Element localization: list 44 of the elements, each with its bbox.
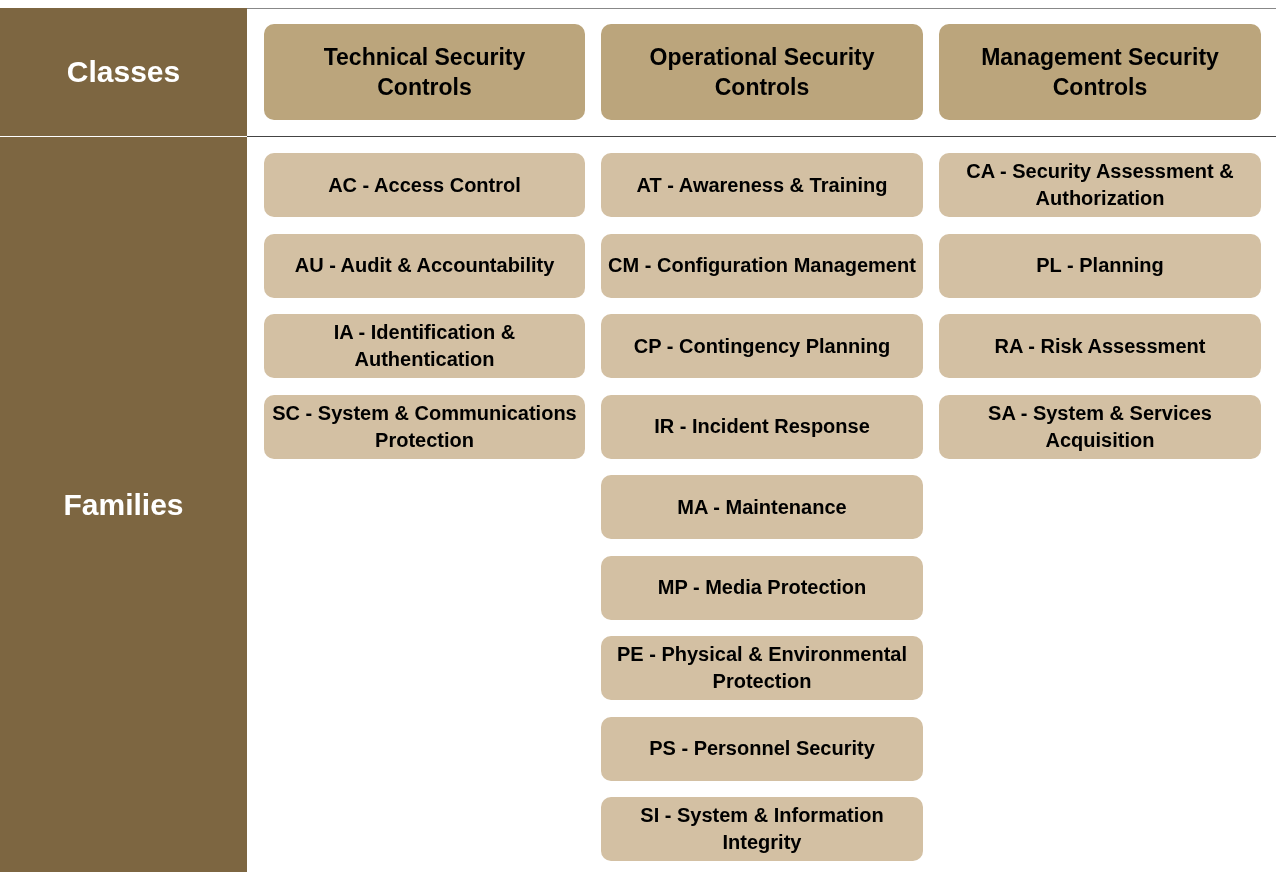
node-label: CA - Security Assessment & Authorization — [965, 159, 1235, 211]
node-label: CP - Contingency Planning — [633, 333, 891, 359]
node-label: MP - Media Protection — [657, 575, 867, 600]
class-box — [601, 24, 923, 120]
family-box — [601, 716, 923, 781]
family-box — [264, 314, 585, 378]
node-label: Families — [63, 487, 184, 522]
node-label: Classes — [66, 55, 181, 89]
family-box — [601, 233, 923, 298]
node-label: CM - Configuration Management — [608, 253, 916, 278]
node-label: AU - Audit & Accountability — [294, 253, 555, 278]
family-box — [939, 394, 1261, 459]
family-box — [939, 233, 1261, 298]
node-label: IR - Incident Response — [654, 414, 870, 439]
node-label: PS - Personnel Security — [649, 736, 875, 761]
family-box — [601, 555, 923, 620]
node-label: SA - System & Services Acquisition — [987, 400, 1213, 453]
family-box — [264, 233, 585, 298]
family-box — [264, 153, 585, 217]
node-label: AC - Access Control — [328, 172, 521, 198]
node-label: SC - System & Communications Protection — [271, 400, 578, 453]
family-box — [601, 797, 923, 861]
family-box — [601, 314, 923, 378]
family-box — [939, 153, 1261, 217]
class-box — [939, 24, 1261, 120]
family-box — [939, 314, 1261, 378]
node-label: Operational Security Controls — [648, 43, 876, 102]
node-label: PE - Physical & Environmental Protection — [615, 642, 909, 694]
node-label: Management Security Controls — [980, 43, 1220, 102]
node-label: MA - Maintenance — [677, 494, 847, 520]
node-label: PL - Planning — [1036, 253, 1164, 278]
family-box — [601, 636, 923, 700]
class-box — [264, 24, 585, 120]
family-box — [601, 475, 923, 539]
row-header-band — [0, 137, 247, 872]
family-box — [601, 394, 923, 459]
node-label: SI - System & Information Integrity — [639, 803, 885, 855]
node-label: AT - Awareness & Training — [636, 172, 888, 198]
family-box — [601, 153, 923, 217]
node-label: RA - Risk Assessment — [994, 333, 1206, 359]
row-header-band — [0, 8, 247, 136]
node-label: IA - Identification & Authentication — [332, 320, 517, 372]
family-box — [264, 394, 585, 459]
node-label: Technical Security Controls — [322, 43, 527, 102]
